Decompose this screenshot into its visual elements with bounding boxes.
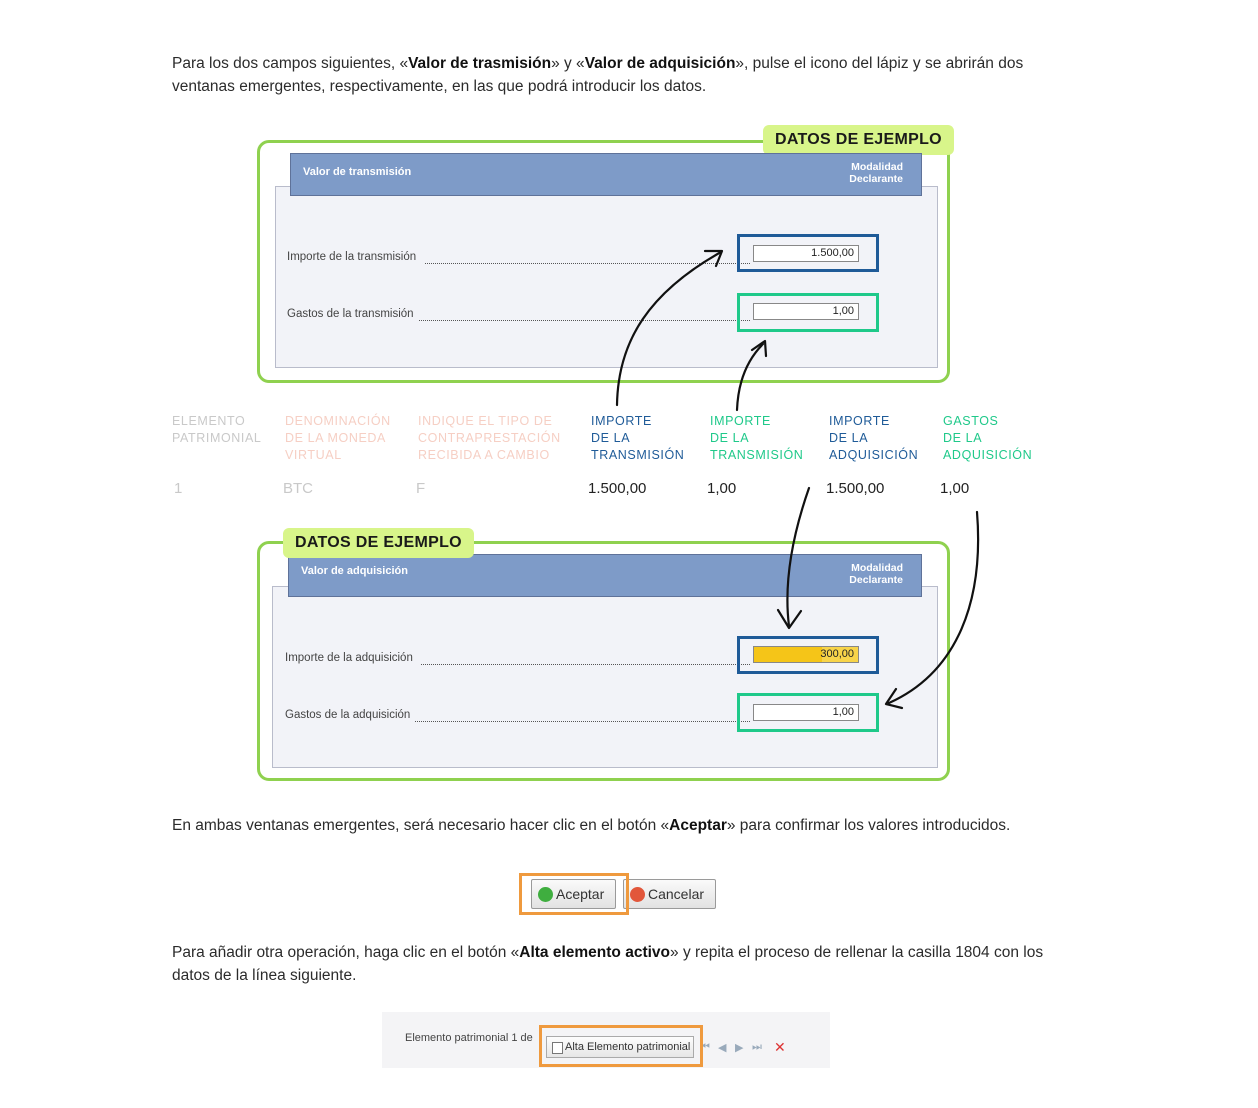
- transmision-window-body: [275, 186, 938, 368]
- gastos-transmision-label: Gastos de la transmisión: [287, 308, 414, 320]
- highlight-add-element-button: [539, 1025, 703, 1067]
- cell-tipo: F: [416, 480, 426, 497]
- add-operation-paragraph: Para añadir otra operación, haga clic en…: [172, 944, 1044, 984]
- cell-elemento: 1: [174, 480, 183, 497]
- leader-dots: [421, 664, 750, 665]
- gastos-adquisicion-label: Gastos de la adquisición: [285, 709, 411, 721]
- check-icon: [538, 887, 553, 902]
- leader-dots: [425, 263, 750, 264]
- cancel-button[interactable]: Cancelar: [623, 879, 716, 909]
- example-data-tag: DATOS DE EJEMPLO: [763, 125, 954, 155]
- delete-icon[interactable]: ✕: [774, 1039, 786, 1055]
- highlight-accept-button: [519, 873, 629, 915]
- last-page-icon[interactable]: ⏭: [752, 1041, 762, 1053]
- cell-importe-transmision: 1.500,00: [588, 480, 647, 497]
- window-title: Valor de adquisición: [301, 565, 408, 577]
- cell-importe-adquisicion: 1.500,00: [826, 480, 885, 497]
- next-page-icon[interactable]: ▶: [735, 1042, 744, 1054]
- prev-page-icon[interactable]: ◀: [718, 1042, 727, 1054]
- highlight-importe-transmision: [737, 234, 879, 272]
- highlight-gastos-transmision: [737, 293, 879, 332]
- new-document-icon: [552, 1042, 563, 1054]
- highlight-gastos-adquisicion: [737, 693, 879, 732]
- accept-button[interactable]: Aceptar: [531, 879, 616, 909]
- adquisicion-window-body: [272, 586, 938, 768]
- importe-adquisicion-input[interactable]: 300,00: [753, 646, 859, 663]
- add-element-button[interactable]: Alta Elemento patrimonial: [546, 1036, 694, 1058]
- footer-toolbar: Elemento patrimonial 1 de Alta Elemento …: [382, 1012, 830, 1068]
- window-title: Valor de transmisión: [303, 166, 412, 178]
- confirm-paragraph: En ambas ventanas emergentes, será neces…: [172, 817, 1011, 834]
- importe-transmision-input[interactable]: 1.500,00: [753, 245, 859, 262]
- gastos-transmision-input[interactable]: 1,00: [753, 303, 859, 320]
- first-page-icon[interactable]: ⏮: [700, 1041, 710, 1053]
- cell-moneda: BTC: [283, 480, 313, 497]
- cancel-icon: [630, 887, 645, 902]
- example-callout-transmision: [257, 140, 950, 383]
- cell-gastos-transmision: 1,00: [707, 480, 737, 497]
- highlight-importe-adquisicion: [737, 636, 879, 674]
- importe-transmision-label: Importe de la transmisión: [287, 251, 417, 263]
- importe-adquisicion-label: Importe de la adquisición: [285, 652, 413, 664]
- leader-dots: [419, 320, 750, 321]
- cell-gastos-adquisicion: 1,00: [940, 480, 970, 497]
- gastos-adquisicion-input[interactable]: 1,00: [753, 704, 859, 721]
- element-counter: Elemento patrimonial 1 de: [405, 1032, 533, 1044]
- intro-paragraph: Para los dos campos siguientes, «Valor d…: [172, 55, 1024, 95]
- leader-dots: [415, 721, 750, 722]
- example-data-tag: DATOS DE EJEMPLO: [283, 528, 474, 558]
